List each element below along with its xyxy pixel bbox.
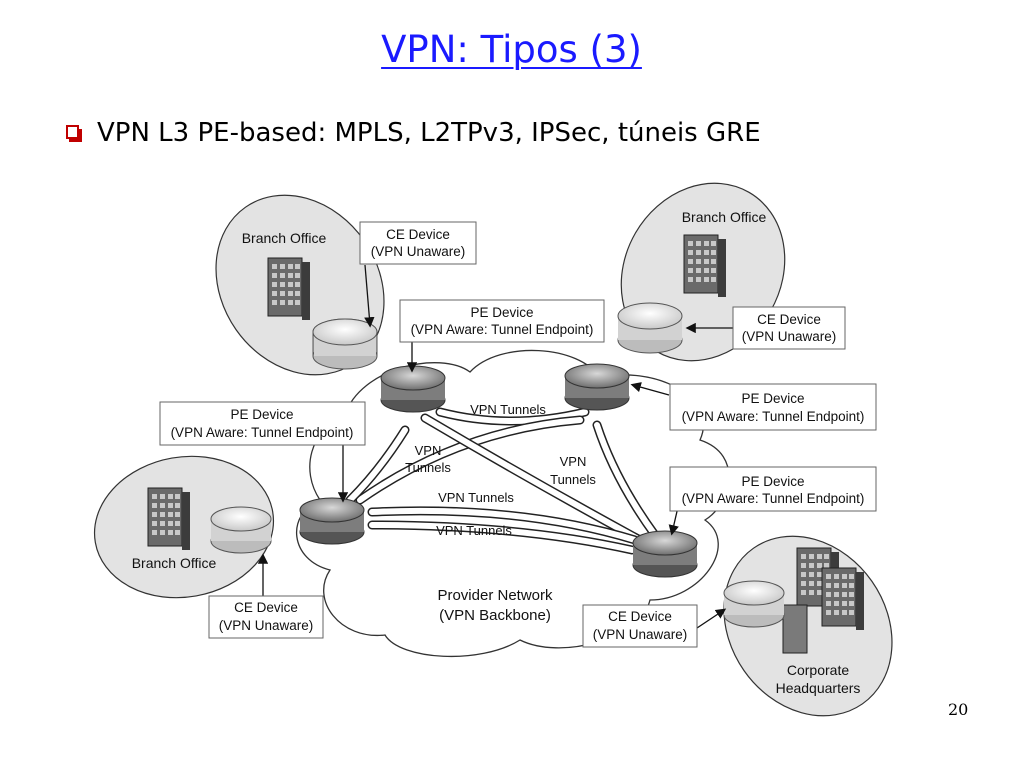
ce-callout-box-left — [208, 595, 324, 639]
pe-label-left-1: PE Device — [230, 407, 293, 422]
ce-router-icon-hq — [723, 580, 785, 628]
pe-label-right-lower-2: (VPN Aware: Tunnel Endpoint) — [682, 491, 865, 506]
site-label-left: Branch Office — [132, 555, 217, 571]
ce-label-top-left-2: (VPN Unaware) — [371, 244, 466, 259]
ce-label-top-right-2: (VPN Unaware) — [742, 329, 837, 344]
site-label-hq-line2: Headquarters — [776, 680, 861, 696]
tunnel-left-hq-upper — [367, 506, 640, 545]
tunnel-label-left-1: VPN — [415, 443, 442, 458]
tunnel-topleft-left — [345, 425, 410, 505]
pe-label-right-upper-2: (VPN Aware: Tunnel Endpoint) — [682, 409, 865, 424]
tunnel-label-bottom: VPN Tunnels — [436, 523, 512, 538]
tunnel-label-left-2: Tunnels — [405, 460, 451, 475]
site-label-hq-line1: Corporate — [787, 662, 849, 678]
building-icon-top-right — [683, 234, 727, 298]
pe-callout-box-right-upper — [669, 383, 877, 431]
site-label-top-right: Branch Office — [682, 209, 767, 225]
pe-label-left-2: (VPN Aware: Tunnel Endpoint) — [171, 425, 354, 440]
hq-buildings-icon — [782, 547, 865, 654]
tunnel-left-hq-lower — [367, 520, 637, 555]
pe-router-icon-hq — [632, 530, 698, 578]
tunnel-label-right-2: Tunnels — [550, 472, 596, 487]
ce-callout-box-hq — [582, 604, 698, 648]
provider-label-line2: (VPN Backbone) — [439, 607, 551, 624]
vpn-tunnels — [345, 407, 660, 555]
ce-label-top-left-1: CE Device — [386, 227, 450, 242]
pe-callout-box-top-left — [399, 299, 605, 343]
site-ellipse-hq — [723, 535, 893, 717]
ce-router-icon-left — [210, 506, 272, 554]
ce-callout-box-top-left — [359, 221, 477, 265]
pe-router-icon-left — [299, 497, 365, 545]
pe-label-top-left-2: (VPN Aware: Tunnel Endpoint) — [411, 322, 594, 337]
pe-router-icon-top-right — [564, 363, 630, 411]
pe-label-top-left-1: PE Device — [470, 305, 533, 320]
site-label-top-left: Branch Office — [242, 230, 327, 246]
bullet-square-icon — [66, 125, 82, 142]
tunnel-label-right-1: VPN — [560, 454, 587, 469]
ce-router-icon-top-left — [312, 318, 378, 370]
pe-callout-box-right-lower — [669, 466, 877, 512]
ce-label-left-1: CE Device — [234, 600, 298, 615]
ce-callout-box-top-right — [732, 306, 846, 350]
ce-router-icon-top-right — [617, 302, 683, 354]
tunnel-label-middle: VPN Tunnels — [438, 490, 514, 505]
pe-router-icon-top-left — [380, 365, 446, 413]
tunnel-top — [435, 407, 590, 426]
ce-label-top-right-1: CE Device — [757, 312, 821, 327]
tunnel-label-top: VPN Tunnels — [470, 402, 546, 417]
pe-callout-box-left — [159, 401, 366, 446]
ce-label-left-2: (VPN Unaware) — [219, 618, 314, 633]
tunnel-topright-hq — [592, 420, 660, 540]
ce-label-hq-2: (VPN Unaware) — [593, 627, 688, 642]
building-icon-top-left — [267, 257, 311, 321]
ce-label-hq-1: CE Device — [608, 609, 672, 624]
tunnel-topleft-hq — [420, 413, 645, 545]
bullet-text: VPN L3 PE-based: MPLS, L2TPv3, IPSec, tú… — [97, 118, 761, 148]
pe-label-right-lower-1: PE Device — [741, 474, 804, 489]
building-icon-left — [147, 487, 191, 551]
bullet-item: VPN L3 PE-based: MPLS, L2TPv3, IPSec, tú… — [66, 118, 761, 148]
slide-title: VPN: Tipos (3) — [381, 28, 642, 71]
page-number: 20 — [948, 700, 969, 719]
provider-label-line1: Provider Network — [437, 587, 553, 604]
pe-label-right-upper-1: PE Device — [741, 391, 804, 406]
